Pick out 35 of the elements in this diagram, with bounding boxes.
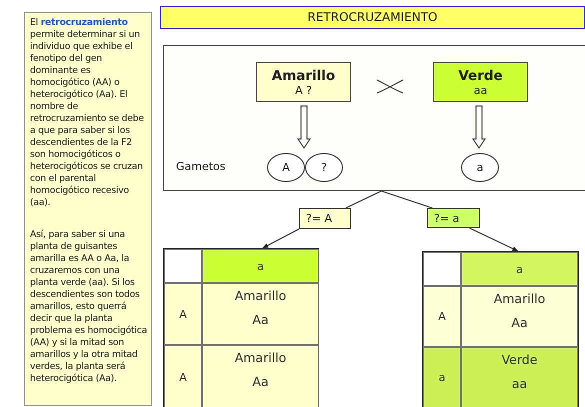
paragraph: Así, para saber si una planta de guisantes amarilla es AA o Aa, la cruzaremos con una planta verde (aa). Si los descendientes son todos amarillos, esto querrá decir que la planta problema es homocigótica (AA) y si la mitad son amarillos y la otra mitad verdes, la planta será heterocigótica (Aa). — [30, 229, 148, 385]
table-cell: Amarillo Aa — [202, 283, 319, 345]
genotype-text: A ? — [294, 84, 313, 96]
note-box — [24, 12, 152, 406]
phenotype-box — [256, 62, 351, 102]
gamete-circle: ? — [305, 153, 343, 182]
arrow — [468, 228, 518, 252]
result-box: ?= a — [427, 208, 480, 228]
table-cell: Verde aa — [461, 347, 578, 407]
table-cell: Amarillo Aa — [202, 345, 319, 407]
result-box: ?= A — [299, 208, 351, 229]
genotype-text: aa — [472, 84, 488, 96]
connector-line — [380, 190, 433, 208]
gamete-circle: a — [461, 153, 499, 182]
cross-panel — [163, 45, 585, 191]
box-heading: Amarillo — [270, 68, 336, 84]
row-label: Gametos — [176, 160, 226, 173]
connector-line — [345, 190, 382, 208]
hollow-arrow — [297, 106, 311, 149]
table-cell: Amarillo Aa — [461, 286, 578, 347]
phenotype-box — [433, 62, 528, 102]
table-cell: A — [164, 283, 202, 345]
table-cell: A — [423, 286, 461, 347]
hollow-arrow — [472, 106, 486, 149]
table-cell: a — [423, 347, 461, 407]
table-cell: a — [202, 249, 319, 283]
punnett-table — [422, 251, 579, 407]
table-cell: a — [461, 252, 578, 286]
table-cell: A — [164, 345, 202, 407]
arrow — [262, 228, 300, 248]
box-heading: Verde — [457, 68, 504, 84]
punnett-table — [163, 248, 319, 407]
title-bar: RETROCRUZAMIENTO — [160, 6, 585, 29]
gamete-circle: A — [267, 153, 305, 182]
paragraph: El retrocruzamiento permite determinar si un individuo que exhibe el fenotipo del gen dominante es homocigótico (AA) o heterocigótico (Aa). El nombre de retrocruzamiento se debe a que para saber si los descendientes de la F2 son homocigóticos o heterocigóticos se cruzan con el parental homocigótico recesivo (aa). — [30, 17, 145, 209]
